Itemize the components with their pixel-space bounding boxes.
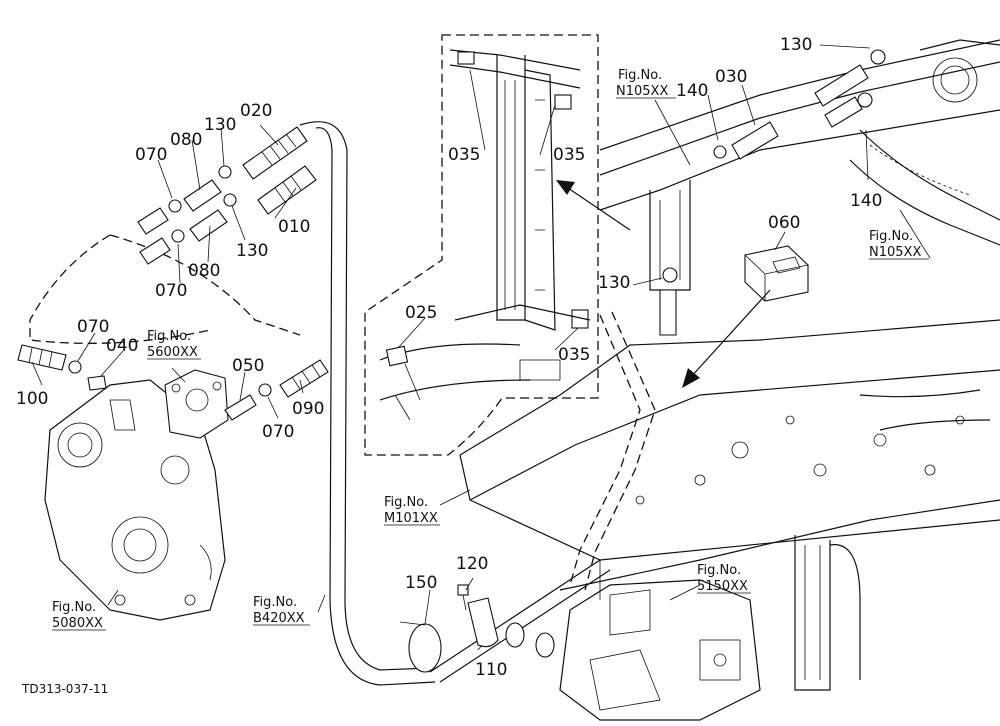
part-label-080: 080 [170, 130, 202, 150]
part-number-labels: 130 140 030 140 060 130 035 035 035 025 … [16, 35, 882, 680]
fig-ref-n105xx: N105XX [616, 84, 668, 99]
part-label-030: 030 [715, 67, 747, 87]
part-label-130: 130 [780, 35, 812, 55]
part-label-070: 070 [77, 317, 109, 337]
fig-ref-n105xx: N105XX [869, 245, 921, 260]
part-label-025: 025 [405, 303, 437, 323]
part-label-060: 060 [768, 213, 800, 233]
hose-parts [17, 126, 329, 421]
drawing-code: TD313-037-11 [21, 682, 108, 696]
fig-label: Fig.No. [697, 563, 741, 578]
part-label-035: 035 [558, 345, 590, 365]
fig-label: Fig.No. [869, 229, 913, 244]
part-label-100: 100 [16, 389, 48, 409]
part-label-140: 140 [850, 191, 882, 211]
fig-ref-5080xx: 5080XX [52, 616, 103, 631]
fig-ref-5600xx: 5600XX [147, 345, 198, 360]
hose-routing [29, 121, 656, 686]
part-label-090: 090 [292, 399, 324, 419]
engine-block-right [559, 579, 761, 721]
part-label-050: 050 [232, 356, 264, 376]
leader-lines [31, 44, 931, 651]
part-label-035: 035 [553, 145, 585, 165]
fig-ref-5150xx: 5150XX [697, 579, 748, 594]
part-label-020: 020 [240, 101, 272, 121]
part-label-140: 140 [676, 81, 708, 101]
part-label-130: 130 [598, 273, 630, 293]
figure-references: Fig.No. N105XX Fig.No. N105XX Fig.No. 56… [52, 68, 929, 631]
fig-ref-b420xx: B420XX [253, 611, 305, 626]
fig-ref-m101xx: M101XX [384, 511, 438, 526]
part-label-130: 130 [204, 115, 236, 135]
part-label-035: 035 [448, 145, 480, 165]
bottom-clamp-parts [399, 584, 555, 673]
fig-label: Fig.No. [147, 329, 191, 344]
part-label-010: 010 [278, 217, 310, 237]
part-label-110: 110 [475, 660, 507, 680]
hose-parts-right [659, 49, 886, 336]
fig-label: Fig.No. [384, 495, 428, 510]
callout-arrows [556, 180, 771, 388]
part-label-070: 070 [155, 281, 187, 301]
fig-label: Fig.No. [52, 600, 96, 615]
part-label-070: 070 [262, 422, 294, 442]
part-label-080: 080 [188, 261, 220, 281]
chassis-frame [459, 39, 1000, 691]
part-label-150: 150 [405, 573, 437, 593]
part-label-120: 120 [456, 554, 488, 574]
gear-case-left [44, 379, 226, 621]
thermostat-housing [164, 369, 229, 439]
part-label-070: 070 [135, 145, 167, 165]
part-label-130: 130 [236, 241, 268, 261]
fig-label: Fig.No. [618, 68, 662, 83]
fig-label: Fig.No. [253, 595, 297, 610]
part-label-040: 040 [106, 336, 138, 356]
detail-inset [364, 34, 599, 456]
